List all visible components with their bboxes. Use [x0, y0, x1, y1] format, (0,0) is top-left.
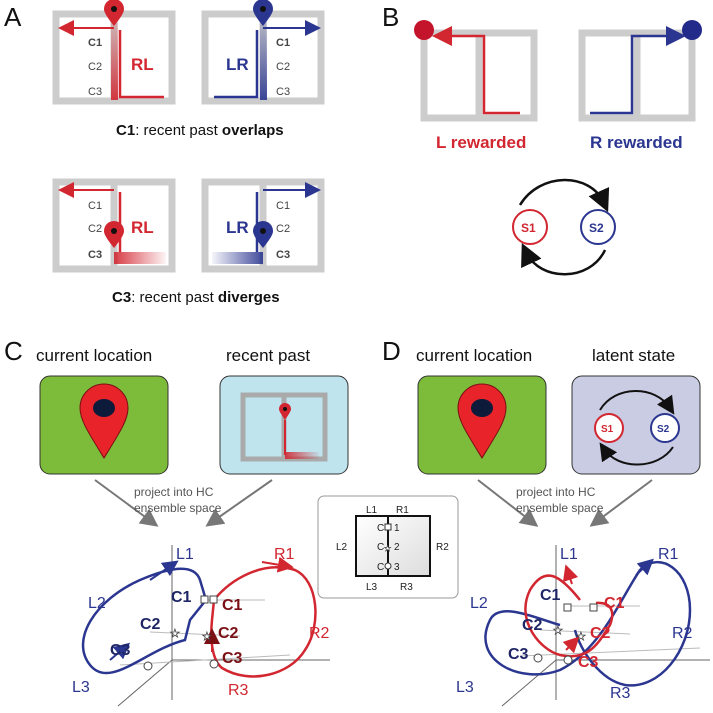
inset-n-1: 1 [394, 523, 400, 534]
d-head-left: current location [416, 346, 532, 365]
d-l3: L3 [456, 679, 474, 696]
a4-lr: LR [226, 218, 249, 237]
c-head-right: recent past [226, 346, 310, 365]
c-project-1: project into HC [134, 485, 214, 499]
b-right-label: R rewarded [590, 133, 683, 152]
panel-letter-a: A [4, 2, 22, 32]
inset-c-3: C [377, 562, 384, 573]
a2-lr: LR [226, 55, 249, 74]
c-c1-blue: C1 [171, 589, 192, 606]
d-head-right: latent state [592, 346, 675, 365]
maze-a4-lr: C1 C2 C3 LR [201, 178, 325, 273]
inset-maze: L1 R1 L2 R2 L3 R3 C 1 C 2 C 3 ★ [317, 495, 459, 599]
d-c2-red: C2 [590, 625, 611, 642]
location-pin-icon [79, 383, 129, 459]
maze-a3-rl: C1 C2 C3 RL [52, 178, 176, 273]
panel-letter-c: C [4, 336, 23, 366]
a3-c3: C3 [88, 249, 102, 261]
d-star-c2-left-icon: ★ [553, 625, 563, 637]
d-project-2: ensemble space [516, 501, 604, 515]
d-c1-red: C1 [604, 595, 625, 612]
inset-l3: L3 [366, 582, 378, 593]
state-cycle-b: S1 S2 [512, 178, 616, 276]
inset-r3: R3 [400, 582, 413, 593]
d-c1-blue: C1 [540, 587, 561, 604]
d-star-c2-right-icon: ★ [576, 631, 586, 643]
a4-c2: C2 [276, 223, 290, 235]
c-project-2: ensemble space [134, 501, 222, 515]
maze-a2-lr: C1 C2 C3 LR [201, 0, 325, 105]
a1-rl: RL [131, 55, 154, 74]
a3-c2: C2 [88, 223, 102, 235]
c-r2: R2 [309, 625, 330, 642]
c-c3-red: C3 [222, 650, 243, 667]
c-recent-past-box [219, 375, 349, 475]
panel-letter-b: B [382, 2, 399, 32]
a1-c2: C2 [88, 61, 102, 73]
d-c2-blue: C2 [522, 617, 543, 634]
d-r2: R2 [672, 625, 693, 642]
a3-rl: RL [131, 218, 154, 237]
d-s2: S2 [657, 424, 670, 435]
d-location-box [417, 375, 547, 475]
d-l1: L1 [560, 546, 578, 563]
d-r1: R1 [658, 546, 679, 563]
a1-c1: C1 [88, 37, 102, 49]
c-head-left: current location [36, 346, 152, 365]
b-s1: S1 [521, 221, 536, 235]
maze-a1-rl: C1 C2 C3 RL [52, 0, 176, 105]
d-l2: L2 [470, 595, 488, 612]
a1-c3: C3 [88, 86, 102, 98]
c-l2: L2 [88, 595, 106, 612]
maze-b-left [414, 20, 538, 122]
caption-a1: C1: recent past overlaps [116, 122, 284, 139]
c-r3: R3 [228, 682, 249, 699]
c-c2-red: C2 [218, 625, 239, 642]
a3-c1: C1 [88, 200, 102, 212]
panel-letter-d: D [382, 336, 401, 366]
inset-r1: R1 [396, 505, 409, 516]
c-star-c2-right-icon: ★ [202, 631, 212, 643]
c-star-c2-left-icon: ★ [170, 628, 180, 640]
d-location-pin-icon [457, 383, 507, 459]
inset-n-3: 3 [394, 562, 400, 573]
d-r3: R3 [610, 685, 631, 702]
c-c2-blue: C2 [140, 616, 161, 633]
c-c1-red: C1 [222, 597, 243, 614]
inset-c-2: C [377, 542, 384, 553]
d-ensemble-plot: ★ ★ L1 L2 L3 R1 R2 R3 C1 C2 C3 C1 C2 C3 [456, 545, 710, 707]
inset-n-2: 2 [394, 542, 400, 553]
a4-c1: C1 [276, 200, 290, 212]
reward-dot-right [682, 20, 702, 40]
reward-dot-left [414, 20, 434, 40]
inset-l1: L1 [366, 505, 378, 516]
d-latent-state-box: S1 S2 [571, 375, 701, 475]
inset-l2: L2 [336, 542, 348, 553]
b-s2: S2 [589, 221, 604, 235]
c-location-box [39, 375, 169, 475]
a2-c2: C2 [276, 61, 290, 73]
c-ensemble-plot: ★ ★ L1 L2 L3 R1 R2 R3 C1 C2 C3 C1 C2 C3 [72, 545, 330, 707]
c-r1: R1 [274, 546, 295, 563]
caption-a2: C3: recent past diverges [112, 289, 280, 306]
inset-r2: R2 [436, 542, 449, 553]
a2-c3: C3 [276, 86, 290, 98]
d-c3-blue: C3 [508, 646, 529, 663]
inset-c-1: C [377, 523, 384, 534]
d-s1: S1 [601, 424, 614, 435]
c-l1: L1 [176, 546, 194, 563]
inset-star-icon: ★ [384, 544, 391, 553]
c-c3-blue: C3 [110, 642, 131, 659]
a4-c3: C3 [276, 249, 290, 261]
d-project-1: project into HC [516, 485, 596, 499]
d-c3-red: C3 [578, 654, 599, 671]
a2-c1: C1 [276, 37, 290, 49]
c-l3: L3 [72, 679, 90, 696]
maze-b-right [578, 20, 702, 122]
b-left-label: L rewarded [436, 133, 526, 152]
